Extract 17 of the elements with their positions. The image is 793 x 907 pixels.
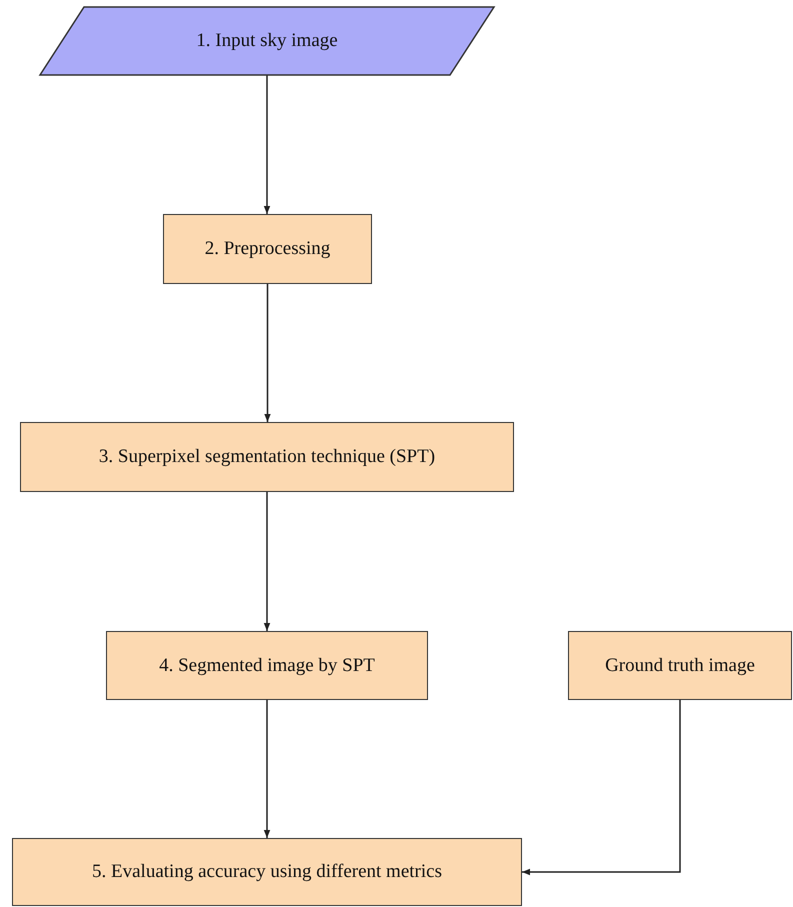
process-box [568,631,792,700]
process-box [20,422,514,492]
input-parallelogram [40,7,494,75]
node-label: 3. Superpixel segmentation technique (SPT) [98,446,436,468]
node-label: 1. Input sky image [196,30,338,52]
process-box [106,631,428,700]
arrow [522,700,681,876]
arrow [264,700,270,838]
node-label: 5. Evaluating accuracy using different metrics [92,861,442,883]
arrow [264,284,271,422]
node-label: 4. Segmented image by SPT [159,654,375,676]
arrow [264,492,270,631]
process-box [12,838,522,906]
process-box [163,214,372,284]
arrow [264,75,270,214]
node-label: Ground truth image [605,654,755,676]
node-label: 2. Preprocessing [204,238,330,260]
